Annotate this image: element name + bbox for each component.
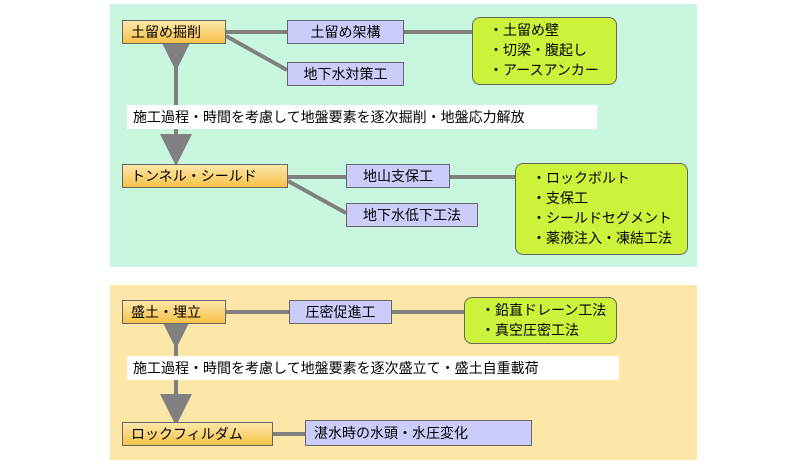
construction-note-embankment: 施工過程・時間を考慮して地盤要素を逐次盛立て・盛土自重載荷 — [127, 356, 619, 380]
main-node-rockfill-dam: ロックフィルダム — [122, 422, 273, 446]
detail-item: ・鉛直ドレーン工法 — [481, 302, 607, 319]
detail-node-consolidation-methods: ・鉛直ドレーン工法 ・真空圧密工法 — [464, 297, 617, 344]
construction-note-excavation: 施工過程・時間を考慮して地盤要素を逐次掘削・地盤応力解放 — [127, 105, 597, 129]
detail-item: ・支保工 — [532, 191, 588, 207]
connector-line — [225, 34, 288, 72]
main-node-tunnel-shield: トンネル・シールド — [122, 164, 288, 188]
detail-item: ・土留め壁 — [489, 23, 559, 39]
method-node-consolidation: 圧密促進工 — [289, 300, 392, 324]
method-node-ground-support: 地山支保工 — [346, 164, 450, 188]
method-node-earth-retaining-frame: 土留め架構 — [287, 20, 404, 44]
method-node-groundwater-lowering: 地下水低下工法 — [346, 203, 478, 227]
connector-line — [287, 179, 347, 215]
main-node-excavation: 土留め掘削 — [122, 20, 226, 44]
detail-item: ・真空圧密工法 — [481, 322, 579, 339]
detail-item: ・シールドセグメント — [532, 211, 672, 227]
method-node-groundwater-control: 地下水対策工 — [287, 62, 404, 86]
main-node-embankment: 盛土・埋立 — [122, 300, 226, 324]
detail-item: ・切梁・腹起し — [489, 43, 587, 59]
detail-item: ・ロックボルト — [532, 171, 630, 187]
detail-item: ・薬液注入・凍結工法 — [532, 231, 672, 247]
detail-node-retaining-structures: ・土留め壁 ・切梁・腹起し ・アースアンカー — [472, 17, 617, 85]
detail-node-tunnel-support: ・ロックボルト ・支保工 ・シールドセグメント ・薬液注入・凍結工法 — [515, 163, 688, 255]
method-node-impoundment-water-pressure: 湛水時の水頭・水圧変化 — [305, 420, 532, 446]
detail-item: ・アースアンカー — [489, 63, 599, 79]
